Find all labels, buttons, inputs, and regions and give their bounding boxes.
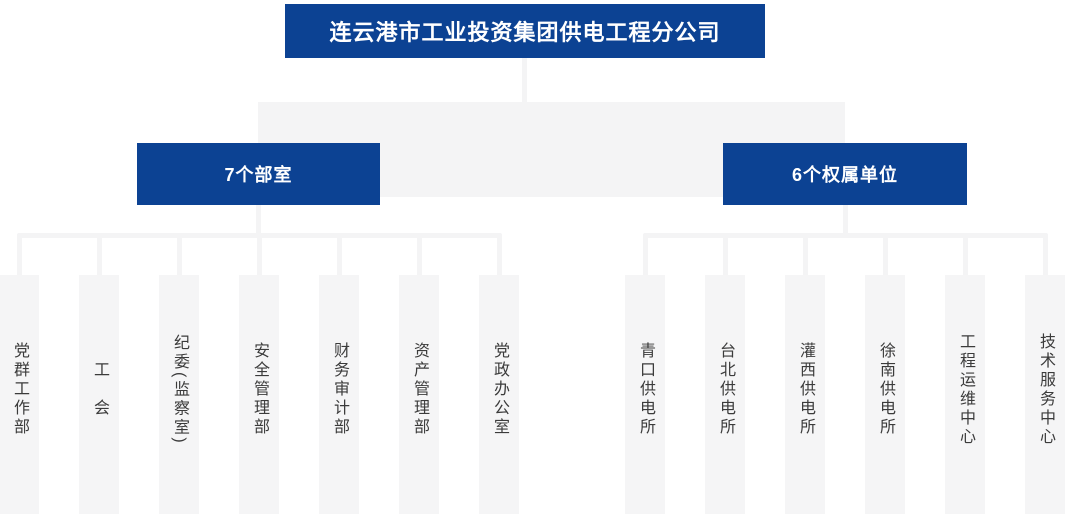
dept-label: 党政办公室 [491, 342, 508, 437]
connector-stub-r5 [963, 236, 968, 275]
dept-column-l6: 资产管理部 [399, 275, 439, 514]
unit-label: 徐南供电所 [877, 342, 894, 437]
connector-left-group-stem [256, 205, 261, 236]
unit-column-r6: 技术服务中心 [1025, 275, 1065, 514]
unit-label: 台北供电所 [717, 342, 734, 437]
unit-label: 灌西供电所 [797, 342, 814, 437]
dept-column-l3: 纪委(监察室) [159, 275, 199, 514]
connector-right-rail [643, 233, 1048, 238]
connector-stub-l7 [497, 236, 502, 275]
unit-label: 青口供电所 [637, 342, 654, 437]
dept-column-l1: 党群工作部 [0, 275, 39, 514]
unit-column-r3: 灌西供电所 [785, 275, 825, 514]
connector-stub-r6 [1043, 236, 1048, 275]
unit-column-r5: 工程运维中心 [945, 275, 985, 514]
group-node-subsidiaries: 6个权属单位 [723, 143, 967, 205]
unit-column-r1: 青口供电所 [625, 275, 665, 514]
group-node-departments: 7个部室 [137, 143, 380, 205]
connector-root-stem [522, 57, 527, 102]
connector-stub-r4 [883, 236, 888, 275]
dept-column-l7: 党政办公室 [479, 275, 519, 514]
dept-label: 资产管理部 [411, 342, 428, 437]
group-node-label: 7个部室 [224, 165, 293, 185]
dept-column-l2: 工 会 [79, 275, 119, 514]
connector-stub-r3 [803, 236, 808, 275]
connector-stub-l1 [17, 236, 22, 275]
connector-stub-l6 [417, 236, 422, 275]
dept-label: 财务审计部 [331, 342, 348, 437]
dept-column-l5: 财务审计部 [319, 275, 359, 514]
root-node-label: 连云港市工业投资集团供电工程分公司 [329, 20, 721, 45]
connector-stub-l2 [97, 236, 102, 275]
unit-label: 工程运维中心 [957, 332, 974, 447]
connector-stub-r2 [723, 236, 728, 275]
unit-column-r2: 台北供电所 [705, 275, 745, 514]
connector-right-group-stem [843, 205, 848, 236]
connector-stub-l3 [177, 236, 182, 275]
dept-column-l4: 安全管理部 [239, 275, 279, 514]
unit-column-r4: 徐南供电所 [865, 275, 905, 514]
dept-label: 纪委(监察室) [171, 333, 188, 446]
root-node: 连云港市工业投资集团供电工程分公司 [285, 4, 765, 58]
connector-stub-r1 [643, 236, 648, 275]
connector-stub-l5 [337, 236, 342, 275]
dept-label: 安全管理部 [251, 342, 268, 437]
dept-label: 工 会 [91, 361, 108, 418]
dept-label: 党群工作部 [11, 342, 28, 437]
unit-label: 技术服务中心 [1037, 332, 1054, 447]
connector-left-rail [17, 233, 502, 238]
group-node-label: 6个权属单位 [791, 165, 898, 185]
connector-stub-l4 [257, 236, 262, 275]
